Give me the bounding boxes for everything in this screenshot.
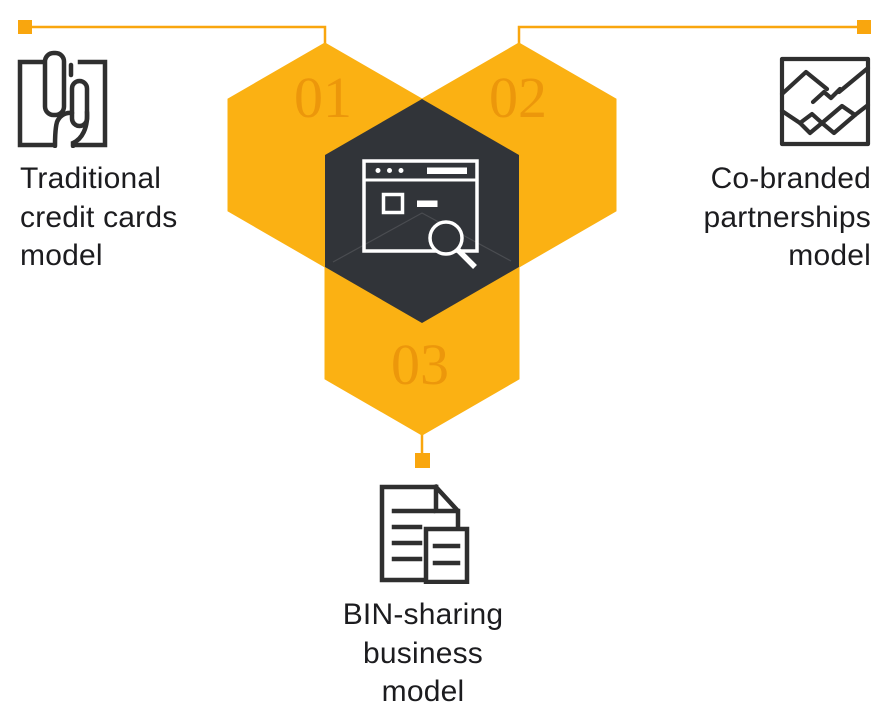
label-step-02: Co-branded partnerships model bbox=[621, 160, 871, 276]
connector-right-endpoint-square bbox=[857, 20, 871, 34]
connector-left-endpoint-square bbox=[18, 20, 32, 34]
browser-search-icon bbox=[332, 159, 512, 269]
magnifier-glass bbox=[428, 220, 464, 256]
document-main-outline bbox=[379, 484, 439, 583]
browser-content-square bbox=[381, 192, 405, 215]
handshake-arm-upper-right bbox=[836, 65, 871, 95]
hexagon-center bbox=[325, 99, 519, 323]
documents-icon bbox=[379, 484, 470, 584]
step-number-02: 02 bbox=[489, 65, 547, 130]
hand-wrist bbox=[70, 109, 90, 148]
browser-header-bar bbox=[427, 167, 467, 174]
handshake-arm-lower-right bbox=[852, 102, 871, 118]
browser-window-frame bbox=[362, 159, 479, 253]
browser-content-dash bbox=[417, 200, 438, 207]
handshake-frame bbox=[779, 56, 871, 147]
label-line: model bbox=[381, 675, 465, 708]
connector-right bbox=[517, 20, 871, 46]
magnifier-handle bbox=[455, 247, 477, 269]
handshake-hand bbox=[819, 103, 858, 136]
hand-fingers bbox=[52, 110, 75, 148]
label-line: Co-branded bbox=[710, 162, 871, 195]
credit-card bbox=[42, 50, 67, 118]
label-line: business bbox=[362, 636, 483, 670]
card-frame-left bbox=[17, 59, 56, 148]
handshake-arm-lower-left bbox=[779, 108, 803, 126]
step-number-03: 03 bbox=[391, 332, 449, 397]
browser-header-dots bbox=[375, 168, 404, 173]
label-line: partnerships bbox=[703, 200, 871, 234]
document-fold-edges bbox=[432, 484, 461, 531]
card-frame-right bbox=[71, 59, 108, 148]
document-secondary bbox=[423, 526, 470, 584]
label-step-01: Traditional credit cards model bbox=[20, 160, 250, 276]
credit-card-in-hand-icon bbox=[17, 50, 108, 148]
handshake-arm-upper-left bbox=[779, 69, 830, 97]
handshake-fingers bbox=[810, 86, 843, 105]
handshake-fist bbox=[797, 111, 825, 136]
label-step-03: BIN-sharing business model bbox=[303, 596, 543, 712]
connector-bottom-endpoint-square bbox=[415, 453, 430, 468]
connector-left bbox=[18, 20, 327, 46]
connector-left-line bbox=[32, 25, 327, 46]
label-line: credit cards bbox=[20, 200, 178, 234]
connector-right-line bbox=[517, 25, 857, 46]
label-line: Traditional bbox=[20, 162, 162, 195]
step-number-01: 01 bbox=[294, 65, 352, 130]
label-line: model bbox=[788, 239, 871, 272]
label-line: model bbox=[20, 239, 103, 272]
handshake-icon bbox=[779, 56, 871, 147]
label-line: BIN-sharing bbox=[342, 598, 504, 631]
hand-thumb bbox=[69, 78, 90, 129]
